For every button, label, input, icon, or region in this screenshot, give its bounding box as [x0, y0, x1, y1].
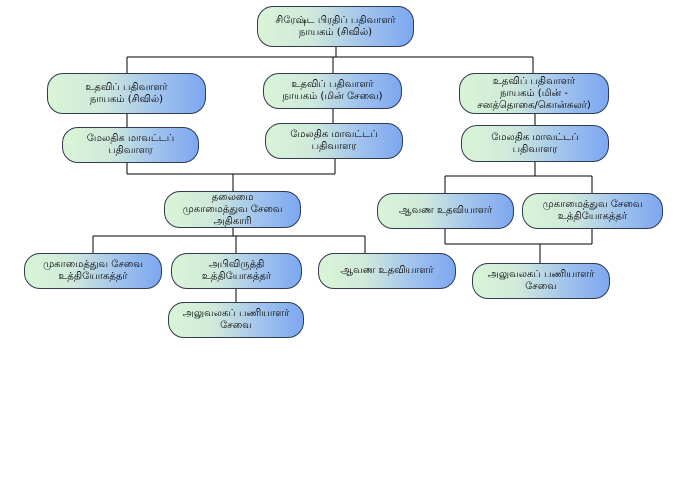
node-additional-district-registrar-2: மேலதிக மாவட்டப்பதிவாளர	[265, 123, 403, 159]
node-records-assistant-1: ஆவண உதவியாளர்	[377, 193, 514, 229]
node-line: உத்தியோகத்தர்	[557, 211, 628, 222]
node-line: பதிவாளர	[108, 145, 153, 156]
node-line: அபிவிருத்தி	[208, 259, 265, 270]
node-line: உதவிப் பதிவாளர்	[492, 75, 576, 87]
node-development-officer: அபிவிருத்திஉத்தியோகத்தர்	[171, 253, 302, 289]
node-line: உத்தியோகத்தர்	[201, 271, 272, 282]
node-line: பதிவாளர	[512, 143, 558, 155]
node-line: ஆவண உதவியாளர்	[398, 205, 493, 216]
node-line: மேலதிக மாவட்டப்	[290, 129, 378, 140]
node-line: நாயகம் (மின் சேவை)	[282, 91, 383, 102]
node-line: தலைமை	[211, 191, 254, 203]
node-management-service-officer-2: முகாமைத்துவ சேவைஉத்தியோகத்தர்	[24, 253, 162, 289]
node-records-assistant-2: ஆவண உதவியாளர்	[318, 253, 456, 289]
node-line: முகாமைத்துவ சேவை	[182, 203, 283, 215]
node-line: முகாமைத்துவ சேவை	[43, 259, 143, 270]
node-line: அலுவலகப் பணியாளர்	[182, 308, 290, 319]
node-line: உத்தியோகத்தர்	[58, 271, 128, 282]
node-line: நாயகம் (மின் -	[499, 87, 569, 99]
node-office-staff-1: அலுவலகப் பணியாளர்சேவை	[472, 263, 610, 299]
node-line: உதவிப் பதிவாளர்	[291, 79, 374, 90]
node-line: அலுவலகப் பணியாளர்	[487, 269, 595, 280]
node-line: அதிகாரி	[213, 215, 252, 227]
node-line: நாயகம் (சிவில்)	[298, 26, 373, 38]
node-management-service-officer-1: முகாமைத்துவ சேவைஉத்தியோகத்தர்	[522, 193, 663, 229]
node-line: மேலதிக மாவட்டப்	[86, 133, 175, 144]
node-asst-registrar-civil: உதவிப் பதிவாளர்நாயகம் (சிவில்)	[47, 73, 206, 114]
node-line: உதவிப் பதிவாளர்	[85, 81, 168, 93]
node-asst-registrar-census: உதவிப் பதிவாளர்நாயகம் (மின் -சனத்தொகை/கொ…	[459, 73, 609, 114]
node-line: மேலதிக மாவட்டப்	[491, 131, 579, 143]
node-asst-registrar-eservice: உதவிப் பதிவாளர்நாயகம் (மின் சேவை)	[263, 73, 402, 109]
node-additional-district-registrar-1: மேலதிக மாவட்டப்பதிவாளர	[62, 127, 199, 163]
node-additional-district-registrar-3: மேலதிக மாவட்டப்பதிவாளர	[461, 125, 609, 162]
node-chief-registrar-general: சிரேஷ்ட பிரதிப் பதிவாளர்நாயகம் (சிவில்)	[257, 6, 414, 47]
node-line: சிரேஷ்ட பிரதிப் பதிவாளர்	[275, 14, 396, 26]
node-line: நாயகம் (சிவில்)	[89, 93, 164, 105]
node-line: முகாமைத்துவ சேவை	[542, 199, 643, 210]
node-line: பதிவாளர	[311, 141, 357, 152]
node-line: சேவை	[525, 281, 557, 292]
node-line: சனத்தொகை/கொன்சுலர்)	[477, 99, 591, 111]
node-office-staff-2: அலுவலகப் பணியாளர்சேவை	[168, 302, 304, 338]
node-chief-management-officer: தலைமைமுகாமைத்துவ சேவைஅதிகாரி	[164, 191, 301, 228]
node-line: ஆவண உதவியாளர்	[340, 265, 434, 276]
node-line: சேவை	[220, 320, 252, 331]
